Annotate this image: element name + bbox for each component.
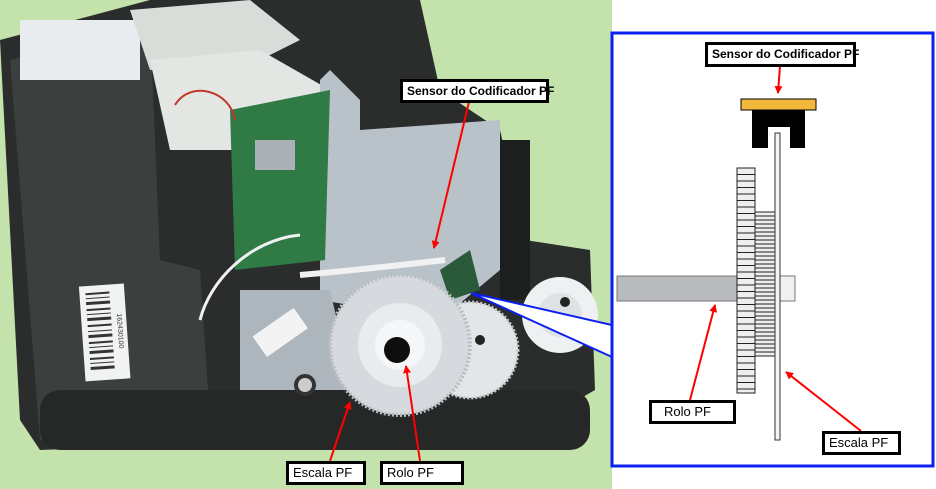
- photo-label-roller: Rolo PF: [380, 461, 464, 485]
- arrow-diagram-roller: [689, 304, 718, 401]
- encoder-sensor: [752, 110, 805, 148]
- arrow-photo-roller: [403, 365, 421, 462]
- large-gear: [736, 167, 756, 394]
- arrow-photo-scale: [329, 401, 352, 462]
- pf-roller-shaft: [616, 275, 738, 302]
- diagram-label-sensor: Sensor do Codificador PF: [705, 42, 859, 67]
- arrow-diagram-scale: [785, 371, 862, 432]
- small-gear: [754, 211, 777, 357]
- arrow-photo-sensor: [431, 101, 470, 249]
- diagram-label-roller: Rolo PF: [649, 400, 736, 424]
- pf-roller-hole: [384, 337, 410, 363]
- printer-chassis: [0, 0, 595, 450]
- encoder-diagram: [616, 98, 817, 441]
- pf-scale-strip: [774, 132, 781, 441]
- sensor-plate: [740, 98, 817, 111]
- arrow-diagram-sensor: [774, 65, 783, 94]
- pointer-arrows: [329, 65, 862, 462]
- photo-label-sensor: Sensor do Codificador PF: [400, 79, 554, 103]
- diagram-label-scale: Escala PF: [822, 431, 901, 455]
- barcode-sticker: 162430100: [78, 283, 131, 382]
- photo-label-scale: Escala PF: [286, 461, 366, 485]
- barcode-number: 162430100: [115, 313, 124, 349]
